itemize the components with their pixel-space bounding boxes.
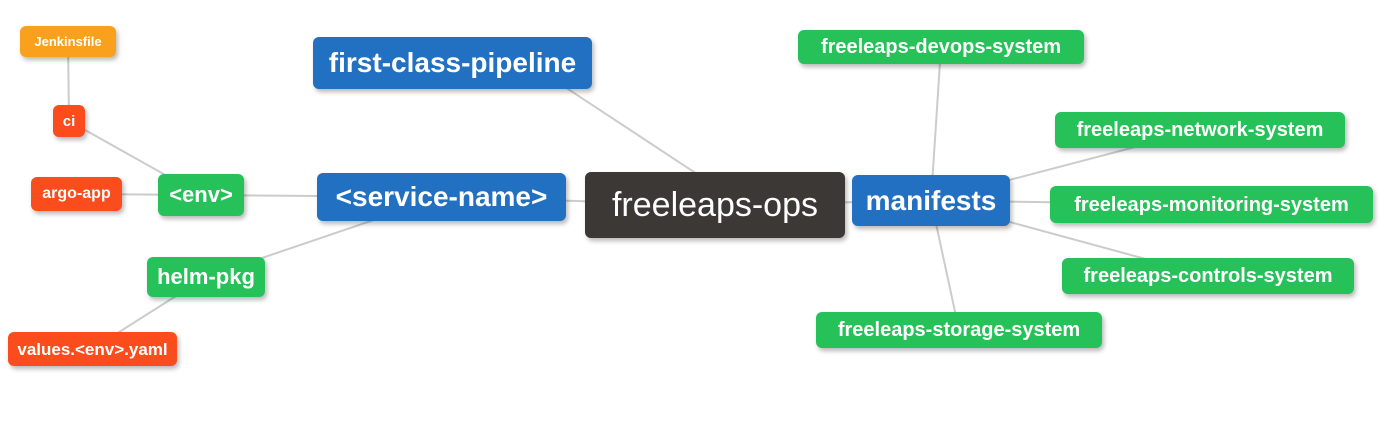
node-jenkinsfile[interactable]: Jenkinsfile: [20, 26, 116, 57]
edge-first-class-pipeline-to-freeleaps-ops: [563, 85, 703, 179]
node-values-env-yaml[interactable]: values.<env>.yaml: [8, 332, 177, 366]
node-service-name[interactable]: <service-name>: [317, 173, 566, 221]
node-first-class-pipeline[interactable]: first-class-pipeline: [313, 37, 592, 89]
node-argo-app[interactable]: argo-app: [31, 177, 122, 211]
edge-manifests-to-freeleaps-devops-system: [930, 46, 942, 201]
node-ci[interactable]: ci: [53, 105, 85, 137]
node-freeleaps-network-system[interactable]: freeleaps-network-system: [1055, 112, 1345, 148]
node-freeleaps-controls-system[interactable]: freeleaps-controls-system: [1062, 258, 1354, 294]
node-env[interactable]: <env>: [158, 174, 244, 216]
node-freeleaps-storage-system[interactable]: freeleaps-storage-system: [816, 312, 1102, 348]
node-freeleaps-ops[interactable]: freeleaps-ops: [585, 172, 845, 238]
node-freeleaps-monitoring-system[interactable]: freeleaps-monitoring-system: [1050, 186, 1373, 223]
node-helm-pkg[interactable]: helm-pkg: [147, 257, 265, 297]
node-freeleaps-devops-system[interactable]: freeleaps-devops-system: [798, 30, 1084, 64]
node-manifests[interactable]: manifests: [852, 175, 1010, 226]
